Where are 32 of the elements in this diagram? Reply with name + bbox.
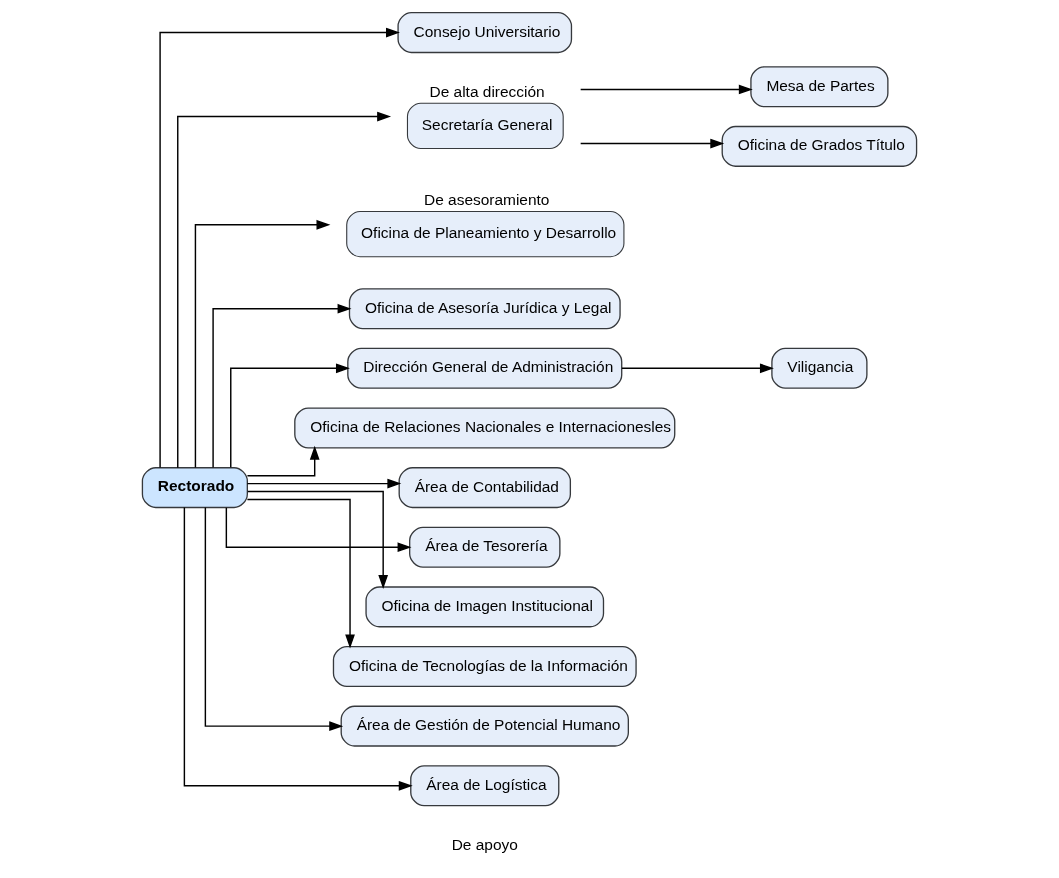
label: De apoyo (451, 835, 518, 853)
node-box: Área de Logística (410, 765, 560, 807)
node-box: Área de Contabilidad (398, 467, 572, 509)
arrow (204, 506, 344, 731)
arrow (194, 219, 331, 469)
arrow (212, 303, 352, 469)
arrow (230, 363, 350, 469)
arrow (246, 478, 402, 489)
arrow (247, 490, 389, 589)
arrow (159, 27, 400, 469)
arrow (183, 506, 413, 791)
node-box: Rectorado (141, 467, 248, 509)
arrow (579, 138, 725, 149)
arrow (579, 84, 753, 95)
node-box: Área de Tesorería (409, 526, 561, 568)
node-box: Dirección General de Administración (347, 347, 623, 389)
node-box: Oficina de Relaciones Nacionales e Internacionesles (294, 407, 676, 449)
node-box: Oficina de Tecnologías de la Información (332, 645, 637, 688)
node-box: Oficina de Imagen Institucional (365, 586, 605, 628)
arrow (225, 507, 412, 553)
arrow (177, 111, 392, 469)
arrow (621, 363, 774, 374)
node-box: Mesa de Partes (750, 66, 889, 108)
node-box: Área de Gestión de Potencial Humano (340, 705, 629, 747)
node-label: De asesoramiento (424, 191, 550, 209)
arrow (246, 445, 320, 477)
node-box: Oficina de Asesoría Jurídica y Legal (348, 288, 621, 330)
arrow (246, 498, 355, 649)
node-label: De alta dirección (429, 82, 545, 100)
node-box: Viligancia (771, 347, 868, 389)
node-box: Oficina de Grados Título (721, 125, 918, 167)
node-box: Consejo Universitario (397, 12, 573, 54)
